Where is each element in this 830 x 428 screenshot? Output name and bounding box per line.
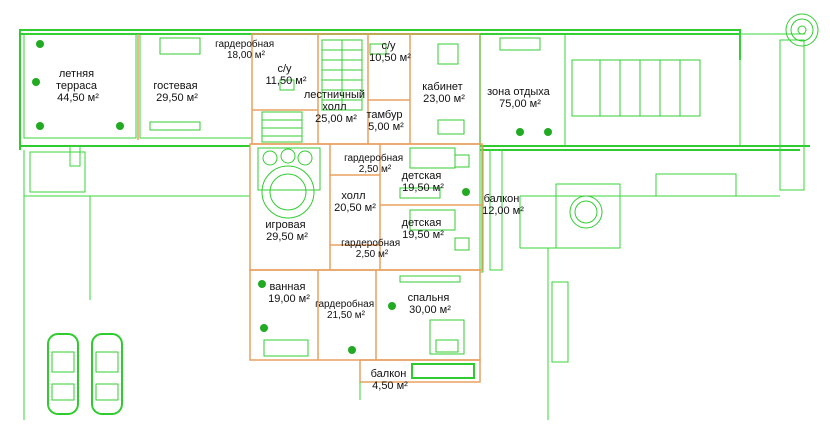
- room-label-guest: гостевая 29,50 м²: [153, 80, 200, 104]
- room-label-wardrobe-low: гардеробная 2,50 м²: [341, 237, 403, 260]
- plant-icon: [348, 346, 356, 354]
- room-label-stair-hall: лестничный холл 25,00 м²: [304, 89, 368, 125]
- car-left: [47, 333, 79, 415]
- plant-icon: [388, 302, 396, 310]
- room-label-bathroom: ванная 19,00 м²: [268, 281, 310, 305]
- plant-icon: [36, 40, 44, 48]
- room-label-kids-2: детская 19,50 м²: [402, 217, 445, 241]
- walls: [19, 13, 819, 420]
- plant-icon: [36, 122, 44, 130]
- room-label-lounge: зона отдыха 75,00 м²: [487, 86, 553, 110]
- room-label-wardrobe-top: гардеробная 18,00 м²: [215, 38, 277, 61]
- room-label-study: кабинет 23,00 м²: [422, 81, 466, 105]
- plant-icon: [258, 280, 266, 288]
- room-label-wc-right: с/у 10,50 м²: [369, 40, 411, 64]
- room-label-vestibule: тамбур 5,00 м²: [366, 109, 405, 133]
- room-label-wardrobe-bed: гардеробная 21,50 м²: [315, 298, 377, 321]
- plant-icon: [116, 122, 124, 130]
- room-label-balcony-right: балкон 12,00 м²: [482, 193, 524, 217]
- plant-icon: [260, 324, 268, 332]
- plants: [32, 40, 552, 354]
- room-label-hall: холл 20,50 м²: [334, 190, 376, 214]
- room-label-wardrobe-mid: гардеробная 2,50 м²: [344, 152, 406, 175]
- room-label-kids-1: детская 19,50 м²: [402, 170, 445, 194]
- plant-icon: [544, 128, 552, 136]
- room-label-playroom: игровая 29,50 м²: [265, 219, 308, 243]
- room-label-bedroom: спальня 30,00 м²: [408, 292, 453, 316]
- room-label-summer-terrace: летняя терраса 44,50 м²: [56, 68, 100, 104]
- plant-icon: [516, 128, 524, 136]
- plant-icon: [32, 78, 40, 86]
- room-label-balcony-bottom: балкон 4,50 м²: [371, 368, 410, 392]
- car-right: [91, 333, 123, 415]
- room-label-wc-left: с/у 11,50 м²: [266, 63, 307, 87]
- stair: [261, 39, 363, 143]
- plant-icon: [462, 188, 470, 196]
- room-labels: летняя терраса 44,50 м² гостевая 29,50 м…: [56, 38, 553, 392]
